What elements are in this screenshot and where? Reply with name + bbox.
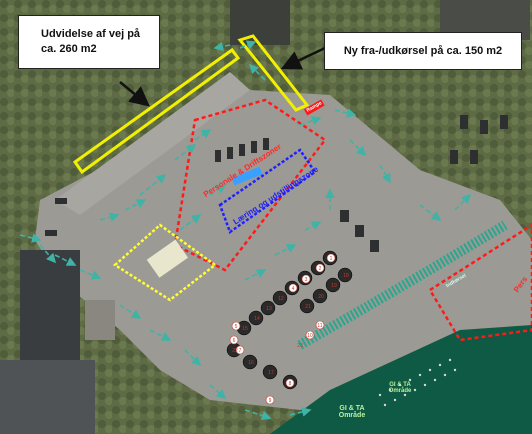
- container-number: 1: [330, 256, 333, 262]
- new-exit-callout: Ny fra-/udkørsel på ca. 150 m2: [324, 32, 522, 70]
- building-bottom-left-2: [0, 360, 95, 434]
- container-number: 19: [331, 283, 337, 289]
- pointer-arrow-icon: [119, 81, 150, 107]
- gi-ta-green-area: [270, 325, 532, 434]
- yellow-zone-boundary: [112, 223, 218, 302]
- container-number: 14: [254, 316, 260, 322]
- container-number: 21: [305, 304, 311, 310]
- container-number: 12: [278, 296, 284, 302]
- traffic-flow-arrows: [19, 40, 472, 421]
- container-number: 16: [248, 360, 254, 366]
- container-number: 9: [269, 398, 272, 404]
- container-number: 7: [239, 348, 242, 354]
- building-bottom-left: [20, 250, 80, 360]
- container-number: 5: [235, 324, 238, 330]
- parking-dots: [378, 358, 457, 407]
- container-number: 8: [289, 381, 292, 387]
- vehicles: [45, 115, 508, 252]
- container-number: 18: [343, 273, 349, 279]
- building-left-small: [85, 300, 115, 340]
- pointer-arrow-icon-2: [280, 46, 326, 70]
- container-number: 20: [318, 294, 324, 300]
- learning-zone-boundary: [218, 148, 317, 234]
- container-number: 2: [319, 266, 322, 272]
- container-number: 17: [268, 370, 274, 376]
- container-labels: [229, 253, 336, 405]
- road-extension-callout: Udvidelse af vej på ca. 260 m2: [18, 15, 160, 69]
- container-number: 3: [305, 277, 308, 283]
- container-number: 15: [242, 326, 248, 332]
- staff-zone-boundary: [173, 98, 327, 272]
- container-number: 11: [317, 323, 322, 329]
- container-number: 23: [297, 343, 303, 349]
- container-number: 4: [292, 286, 295, 292]
- tent: [146, 239, 189, 278]
- conveyor-coil: [297, 220, 508, 350]
- right-zone-boundary: [428, 223, 532, 342]
- container-number: 22: [232, 348, 238, 354]
- blue-sign: [231, 166, 263, 186]
- road-extension-highlight: [72, 47, 241, 175]
- gi-ta-area-label: GI & TA Område: [338, 405, 366, 419]
- container-number: 10: [307, 333, 313, 339]
- building-top: [230, 0, 290, 45]
- gi-ta-area-small-label: GI & TA Område: [388, 382, 412, 394]
- container-number: 13: [266, 306, 272, 312]
- exit-sign: [303, 99, 325, 116]
- container-number: 6: [233, 338, 236, 344]
- new-exit-highlight: [237, 34, 310, 112]
- access-road: [55, 72, 250, 215]
